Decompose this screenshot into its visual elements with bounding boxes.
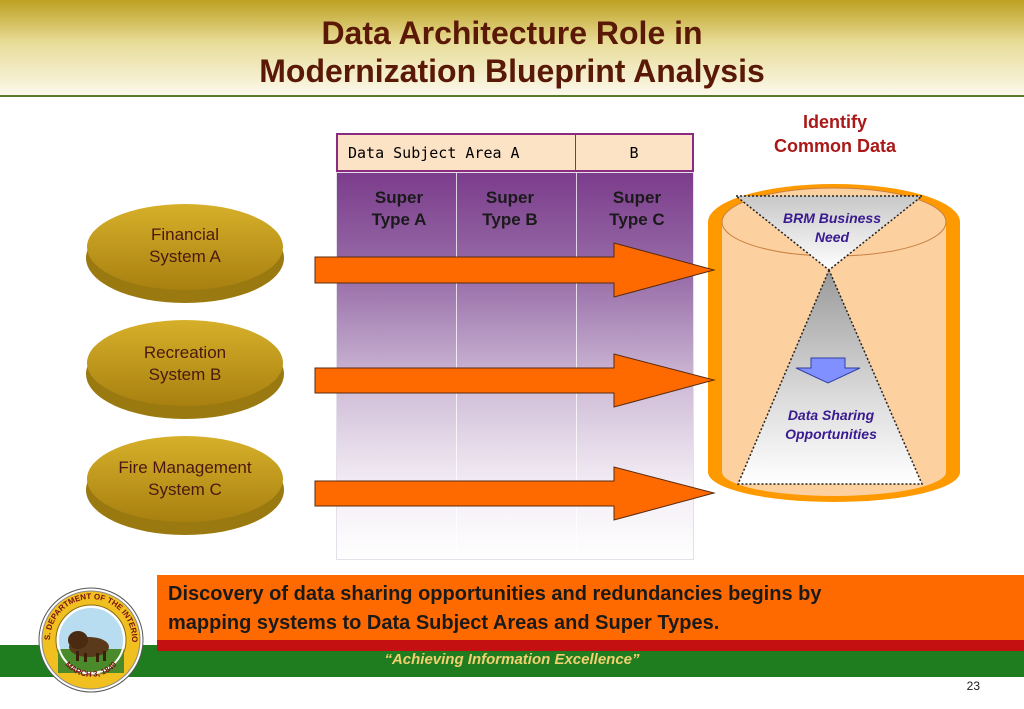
slide-title: Data Architecture Role in Modernization … [0,14,1024,90]
subject-area-header: Data Subject Area A B [336,133,694,172]
arrow-recreation [314,353,716,408]
super-type-c: Super Type C [578,187,696,231]
sharing-line1: Data Sharing [787,407,875,423]
summary-text: Discovery of data sharing opportunities … [168,580,1018,638]
recreation-system-label: Recreation System B [85,342,285,386]
arrow-financial [314,242,716,298]
title-line-2: Modernization Blueprint Analysis [259,53,765,89]
data-sharing-label: Data Sharing Opportunities [756,406,906,444]
grid-divider-1 [456,172,457,560]
financial-line2: System A [149,247,221,266]
down-arrow-icon [795,357,861,384]
identify-label: Identify Common Data [740,110,930,158]
oval-financial [86,204,284,303]
super-type-a-line2: Type A [371,210,427,229]
brm-line1: BRM Business [782,210,882,226]
summary-line1: Discovery of data sharing opportunities … [168,583,822,605]
subject-area-a: Data Subject Area A [338,135,576,170]
identify-line-1: Identify [802,112,867,132]
fire-system-label: Fire Management System C [85,457,285,501]
identify-line-2: Common Data [773,136,896,156]
tagline: “Achieving Information Excellence” [384,651,640,668]
header-divider [0,95,1024,97]
fire-line2: System C [148,480,222,499]
super-type-b-line2: Type B [482,210,538,229]
subject-area-b: B [629,144,639,162]
super-type-b-line1: Super [485,188,535,207]
brm-need-label: BRM Business Need [762,209,902,247]
brm-need-triangle [733,195,925,271]
page-number: 23 [966,679,980,693]
summary-line2: mapping systems to Data Subject Areas an… [168,612,720,634]
arrow-fire [314,466,716,521]
recreation-line2: System B [148,365,222,384]
header-band [0,0,1024,95]
super-type-a: Super Type A [340,187,458,231]
sharing-line2: Opportunities [785,426,877,442]
brm-line2: Need [814,229,850,245]
grid-divider-2 [576,172,577,560]
fire-line1: Fire Management [118,458,252,477]
oval-recreation [86,320,284,419]
recreation-line1: Recreation [143,343,227,362]
super-type-a-line1: Super [374,188,424,207]
grid-border [336,172,694,560]
super-type-b: Super Type B [451,187,569,231]
oval-fire [86,436,284,535]
title-line-1: Data Architecture Role in [321,15,703,51]
doi-seal-icon: U.S. DEPARTMENT OF THE INTERIOR MARCH 3,… [36,585,144,693]
summary-box [157,575,1024,651]
super-type-c-line2: Type C [609,210,665,229]
financial-system-label: Financial System A [85,224,285,268]
super-type-c-line1: Super [612,188,662,207]
financial-line1: Financial [150,225,220,244]
